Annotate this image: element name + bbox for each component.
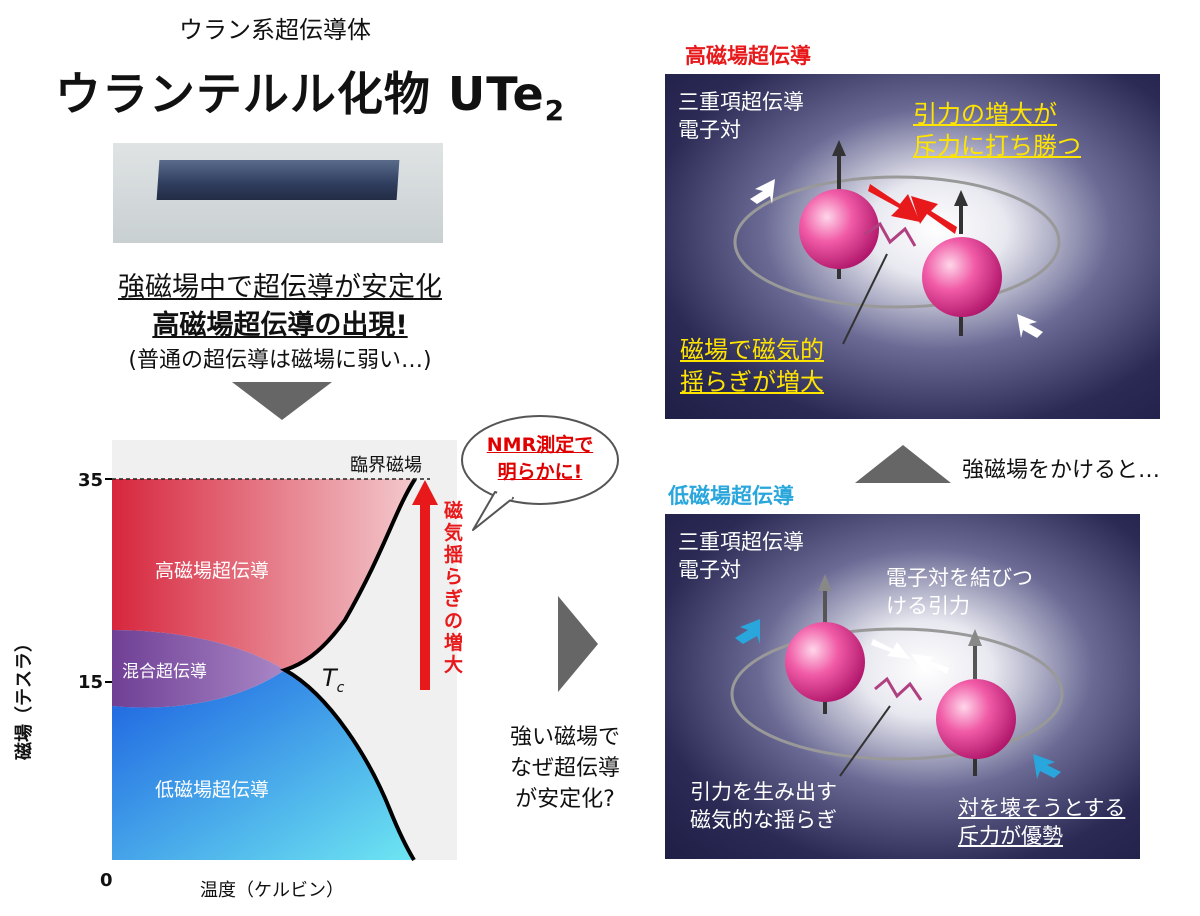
mixed-region-label: 混合超伝導	[122, 662, 207, 682]
high-field-heading: 高磁場超伝導	[685, 44, 811, 68]
intro-line-2: 高磁場超伝導の出現!	[152, 310, 408, 341]
speech-bubble	[461, 415, 619, 531]
high-field-region-label: 高磁場超伝導	[155, 560, 270, 582]
high-field-panel	[665, 74, 1160, 419]
low-field-region	[112, 670, 414, 860]
high-pair-label: 三重項超伝導 電子対	[678, 90, 804, 142]
low-field-region-label: 低磁場超伝導	[155, 779, 270, 801]
page-title: ウランテルル化物 UTe2	[40, 58, 580, 127]
bubble-text: NMR測定で 明らかに!	[486, 434, 594, 483]
down-arrow-icon	[232, 382, 332, 420]
high-attraction-label: 引力の増大が 斥力に打ち勝つ	[913, 100, 1081, 160]
title-subscript: 2	[544, 94, 566, 128]
electron-1	[785, 622, 865, 702]
y-axis-label: 磁場（テスラ）	[14, 634, 35, 760]
high-fluctuation-label: 磁場で磁気的 揺らぎが増大	[680, 336, 824, 396]
electron-1	[799, 189, 879, 269]
transition-label: 強磁場をかけると…	[962, 458, 1161, 483]
right-arrow-icon	[558, 596, 598, 692]
title-main: ウランテルル化物 UTe	[54, 67, 545, 121]
critical-field-label: 臨界磁場	[350, 455, 422, 476]
electron-2	[922, 237, 1002, 317]
origin-label: 0	[100, 870, 113, 891]
tc-label: Tc	[322, 664, 345, 696]
low-repulsion-label: 対を壊そうとする 斥力が優勢	[958, 796, 1126, 848]
intro-line-3: (普通の超伝導は磁場に弱い…)	[128, 348, 432, 373]
crystal-image	[156, 160, 400, 200]
low-binding-label: 電子対を結びつ ける引力	[886, 566, 1033, 618]
low-field-illustration	[730, 574, 1064, 779]
electron-2	[936, 679, 1016, 759]
question-text: 強い磁場で なぜ超伝導 が安定化?	[509, 725, 620, 812]
y-tick-label-15: 15	[78, 672, 104, 693]
high-field-illustration	[733, 140, 1061, 345]
low-field-heading: 低磁場超伝導	[668, 484, 794, 508]
low-fluctuation-label: 引力を生み出す 磁気的な揺らぎ	[690, 780, 837, 832]
phase-diagram	[105, 477, 438, 862]
up-arrow-icon	[855, 445, 951, 483]
mixed-region	[112, 630, 285, 708]
tc-boundary-line	[280, 477, 417, 862]
x-axis-label: 温度（ケルビン）	[200, 880, 344, 901]
low-pair-label: 三重項超伝導 電子対	[678, 530, 804, 582]
y-tick-label-35: 35	[78, 470, 104, 491]
high-field-region	[112, 479, 415, 670]
fluctuation-arrow-head	[412, 480, 438, 505]
subtitle: ウラン系超伝導体	[179, 16, 371, 44]
fluctuation-increase-label: 磁気揺らぎの増大	[444, 500, 464, 676]
intro-line-1: 強磁場中で超伝導が安定化	[118, 272, 442, 303]
